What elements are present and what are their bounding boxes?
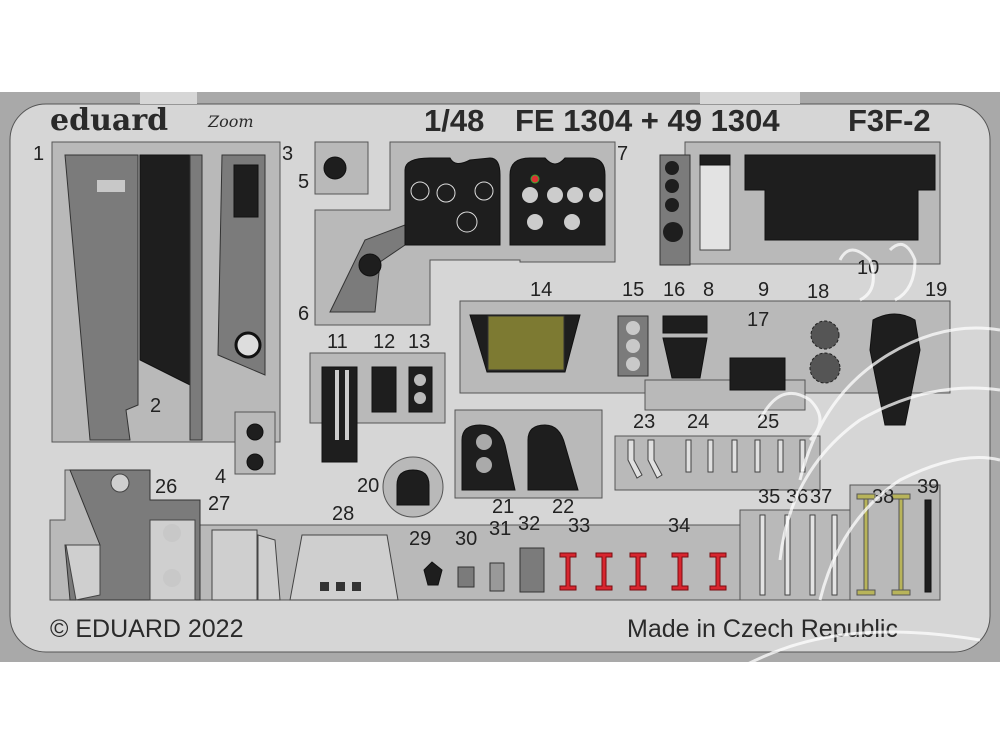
- part-number: 7: [617, 143, 628, 165]
- part-5: [323, 156, 347, 180]
- part-32: [519, 547, 545, 593]
- part-number: 20: [357, 475, 379, 497]
- part-14: [487, 315, 565, 371]
- origin-text: Made in Czech Republic: [627, 615, 898, 643]
- part-group-6-7: [314, 141, 616, 326]
- part-number: 16: [663, 279, 685, 301]
- part-2: [139, 154, 191, 386]
- part-number: 22: [552, 496, 574, 518]
- part-18: [810, 320, 840, 350]
- part-number: 37: [810, 486, 832, 508]
- part-13: [408, 366, 433, 413]
- part-11: [321, 366, 358, 463]
- part-number: 2: [150, 395, 161, 417]
- part-number: 25: [757, 411, 779, 433]
- part-6-panel: [404, 157, 501, 246]
- part-group-14-19: [459, 300, 951, 426]
- part-12: [371, 366, 397, 413]
- brand-logo: eduard: [50, 103, 168, 138]
- part-number: 13: [408, 331, 430, 353]
- model-name: F3F-2: [848, 103, 931, 138]
- part-number: 30: [455, 528, 477, 550]
- brand-zoom-logo: Zoom: [207, 112, 254, 131]
- part-number: 4: [215, 466, 226, 488]
- part-group-8-10: [659, 141, 941, 266]
- part-22: [527, 424, 579, 491]
- part-39: [924, 499, 932, 593]
- part-number: 6: [298, 303, 309, 325]
- set-codes: FE 1304 + 49 1304: [515, 103, 780, 138]
- part-number: 26: [155, 476, 177, 498]
- part-37: [809, 514, 816, 596]
- part-number: 3: [282, 143, 293, 165]
- part-group-26-39: [49, 469, 941, 601]
- part-number: 10: [857, 257, 879, 279]
- part-number: 28: [332, 503, 354, 525]
- part-4: [246, 423, 264, 441]
- part-number: 18: [807, 281, 829, 303]
- part-35: [759, 514, 766, 596]
- part-28: [289, 534, 399, 601]
- part-number: 24: [687, 411, 709, 433]
- part-number: 9: [758, 279, 769, 301]
- part-number: 15: [622, 279, 644, 301]
- scale-label: 1/48: [424, 103, 484, 138]
- part-number: 21: [492, 496, 514, 518]
- part-36: [784, 514, 791, 596]
- part-number: 35: [758, 486, 780, 508]
- part-30: [457, 566, 475, 588]
- part-number: 11: [327, 331, 348, 353]
- part-27: [211, 529, 258, 601]
- part-number: 1: [33, 143, 44, 165]
- part-10: [744, 154, 936, 241]
- part-31: [489, 562, 505, 592]
- part-20: [396, 469, 430, 506]
- part-number: 17: [747, 309, 769, 331]
- part-number: 23: [633, 411, 655, 433]
- part-1: [64, 154, 139, 441]
- part-9: [699, 154, 731, 251]
- part-number: 19: [925, 279, 947, 301]
- part-number: 38: [872, 486, 894, 508]
- part-21: [461, 424, 516, 491]
- part-number: 32: [518, 513, 540, 535]
- part-17: [729, 357, 786, 391]
- part-group-1-3: [51, 141, 281, 443]
- part-number: 33: [568, 515, 590, 537]
- part-number: 27: [208, 493, 230, 515]
- part-number: 31: [489, 518, 511, 540]
- watermark-logo: [648, 242, 1000, 741]
- part-number: 39: [917, 476, 939, 498]
- part-number: 34: [668, 515, 690, 537]
- part-number: 5: [298, 171, 309, 193]
- part-29: [423, 561, 443, 586]
- part-33-34: [559, 552, 727, 591]
- part-group-23-25: [614, 435, 821, 491]
- part-number: 29: [409, 528, 431, 550]
- copyright-text: © EDUARD 2022: [50, 615, 244, 643]
- part-16: [662, 315, 708, 334]
- part-number: 8: [703, 279, 714, 301]
- part-number: 14: [530, 279, 552, 301]
- part-number: 12: [373, 331, 395, 353]
- part-group-11-13: [309, 352, 446, 463]
